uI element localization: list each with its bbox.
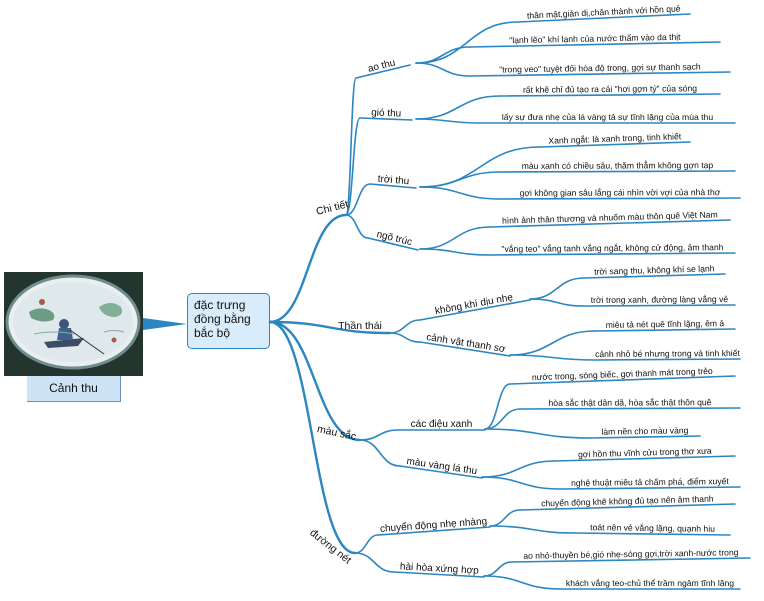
painting-illustration (4, 272, 143, 376)
branch-lines (143, 13, 751, 590)
sub-branch-label[interactable]: chuyển động nhẹ nhàng (380, 515, 488, 535)
sub-branch-label[interactable]: ngõ trúc (375, 229, 413, 248)
central-topic-line: đồng bằng (194, 312, 251, 326)
sub-branch-label[interactable]: hài hòa xứng hợp (400, 561, 480, 576)
leaf-label[interactable]: khách vắng teo-chủ thể trầm ngâm tĩnh lặ… (566, 578, 734, 588)
sub-branch-label[interactable]: cảnh vật thanh sơ (425, 332, 506, 355)
central-topic-line: đặc trưng (194, 298, 246, 312)
image-connector (143, 318, 187, 330)
sub-branch-label[interactable]: gió thu (371, 107, 401, 119)
leaf-label[interactable]: gợi hồn thu vĩnh cửu trong thơ xưa (578, 446, 712, 460)
leaf-label[interactable]: trời trong xanh, đường làng vắng vẻ (591, 294, 729, 305)
leaf-label[interactable]: gợi không gian sâu lắng cái nhìn vời vợi… (520, 187, 721, 198)
leaf-label[interactable]: hòa sắc thật dân dã, hòa sắc thật thôn q… (548, 397, 711, 408)
main-branch-label[interactable]: Thần thái (338, 320, 382, 332)
sub-branch-label[interactable]: các điệu xanh (411, 419, 473, 430)
image-caption: Cảnh thu (27, 376, 121, 402)
leaf-label[interactable]: màu xanh có chiều sâu, thăm thẳm không g… (522, 159, 714, 171)
leaf-label[interactable]: "lạnh lẽo" khí lạnh của nước thấm vào da… (509, 32, 681, 45)
leaf-label[interactable]: "vắng teo" vắng tanh vắng ngắt, không cử… (501, 242, 723, 254)
sub-branch-label[interactable]: trời thu (377, 174, 409, 188)
sub-branch-label[interactable]: màu vàng lá thu (406, 456, 478, 477)
leaf-label[interactable]: rất khẽ chỉ đủ tạo ra cái "hơi gợn tý" c… (523, 83, 697, 95)
leaf-label[interactable]: làm nền cho màu vàng (601, 425, 688, 437)
central-topic-line: bắc bộ (194, 326, 231, 340)
leaf-label[interactable]: chuyển động khẽ không đủ tạo nên âm than… (541, 494, 714, 509)
leaf-label[interactable]: cảnh nhỏ bé nhưng trong và tinh khiết (595, 348, 740, 359)
leaf-label[interactable]: trời sang thu, không khí se lạnh (594, 263, 715, 276)
main-branch-label[interactable]: đường nét (307, 527, 353, 567)
leaf-label[interactable]: ao nhỏ-thuyền bé,gió nhẹ-sóng gợi,trời x… (523, 547, 739, 561)
leaf-label[interactable]: lấy sự đưa nhẹ của lá vàng tả sự tĩnh lặ… (502, 112, 713, 122)
leaf-label[interactable]: miêu tả nét quê tĩnh lặng, êm ả (606, 318, 725, 330)
leaf-label[interactable]: Xanh ngắt: là xanh trong, tinh khiết (548, 131, 682, 145)
sub-branch-label[interactable]: không khí dịu nhẹ (434, 292, 514, 317)
leaf-label[interactable]: nghệ thuật miêu tả chấm phá, điểm xuyết (571, 476, 729, 488)
leaf-label[interactable]: "trong veo" tuyệt đối hòa độ trong, gợi … (499, 61, 701, 74)
autumn-painting-image (4, 272, 143, 376)
leaf-label[interactable]: toát nên vẻ vắng lặng, quạnh hiu (590, 522, 715, 534)
central-topic[interactable]: đặc trưng đồng bằng bắc bộ (187, 293, 270, 349)
